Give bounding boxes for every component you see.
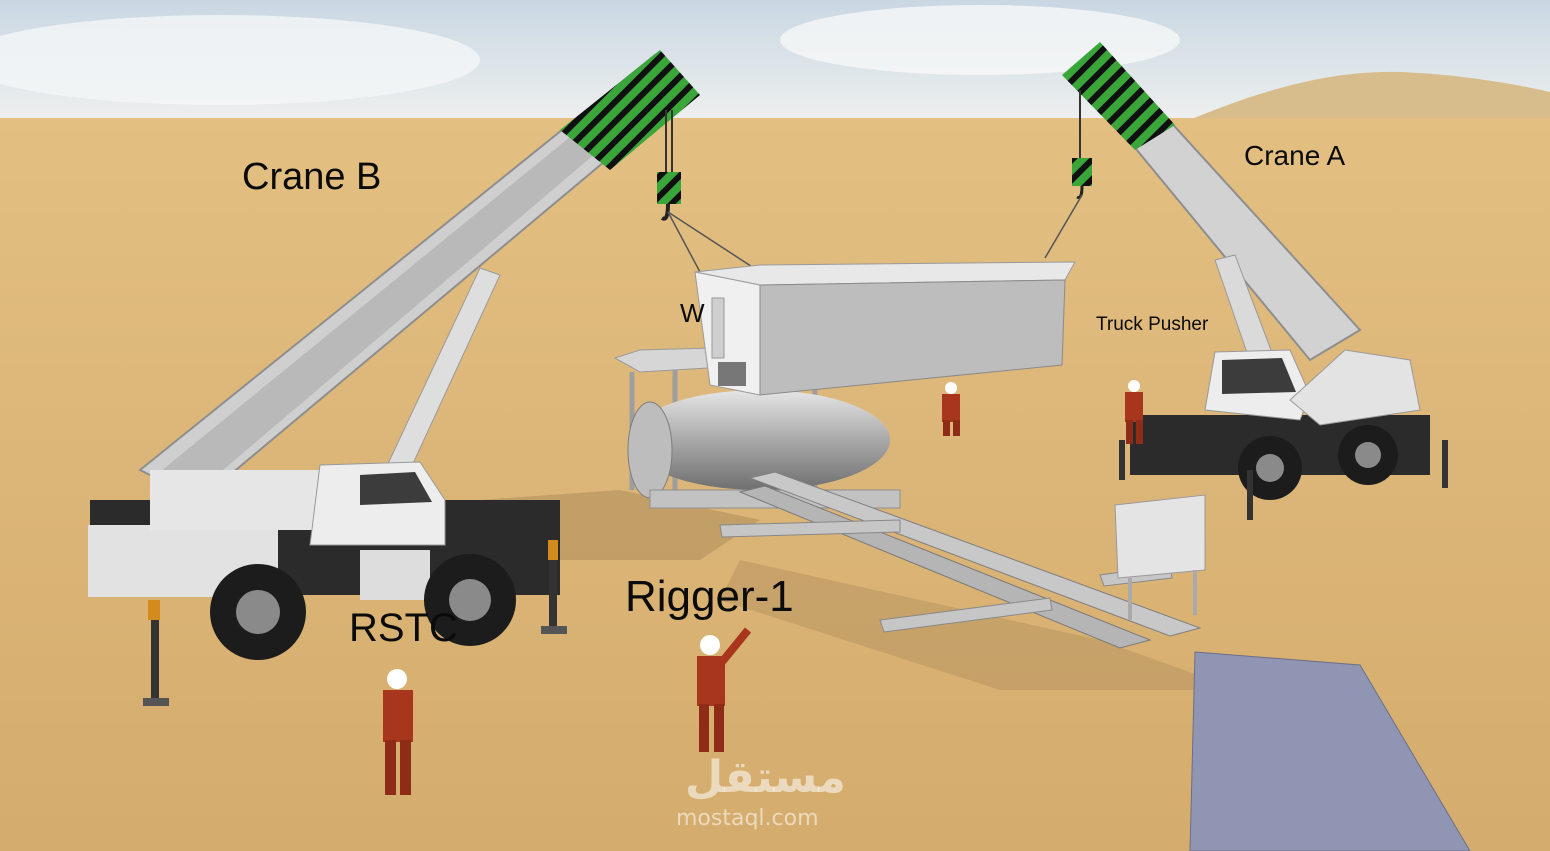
watermark-url: mostaql.com bbox=[676, 806, 819, 831]
crane-a-boom-tip bbox=[1062, 42, 1175, 150]
partial-w-label: W bbox=[680, 298, 705, 328]
cloud bbox=[780, 5, 1180, 75]
blue-roof bbox=[1189, 651, 1471, 851]
shadow bbox=[720, 560, 1240, 690]
rstc-label: RSTC bbox=[349, 606, 458, 650]
lifted-container bbox=[694, 261, 1076, 396]
tank bbox=[630, 390, 890, 490]
rigger-label: Rigger-1 bbox=[625, 572, 794, 621]
truck-pusher-label: Truck Pusher bbox=[1096, 314, 1209, 335]
worker-under-load bbox=[942, 382, 960, 436]
worker-near-truck bbox=[1125, 380, 1143, 444]
sand-dune bbox=[1180, 71, 1550, 126]
sign-board bbox=[1114, 494, 1206, 620]
crane-b bbox=[88, 50, 761, 706]
crane-a bbox=[1044, 42, 1448, 520]
skid-beams bbox=[719, 471, 1202, 649]
cloud bbox=[0, 15, 480, 105]
ac-unit bbox=[718, 362, 746, 386]
crane-a-label: Crane A bbox=[1244, 140, 1346, 171]
crane-b-boom-tip bbox=[560, 50, 700, 170]
rigger-1-worker bbox=[697, 627, 752, 752]
rstc-worker bbox=[383, 669, 413, 795]
crane-b-label: Crane B bbox=[242, 156, 382, 198]
container-side bbox=[759, 279, 1066, 396]
watermark-logo: مستقل bbox=[685, 752, 846, 803]
